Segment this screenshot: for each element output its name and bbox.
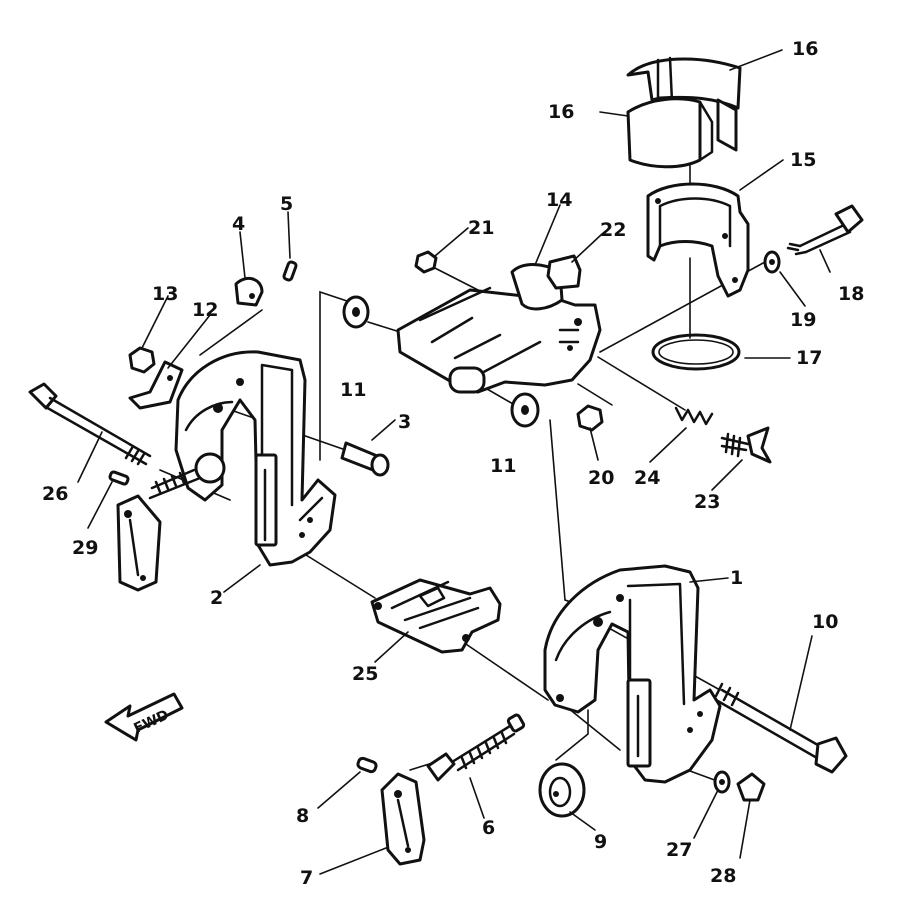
nut-21 bbox=[414, 250, 438, 274]
callout-15: 15 bbox=[790, 149, 816, 171]
clamp-pad-7 bbox=[380, 772, 426, 866]
callout-6: 6 bbox=[482, 817, 495, 839]
callout-9: 9 bbox=[594, 831, 607, 853]
callout-14: 14 bbox=[546, 189, 572, 211]
plate-12 bbox=[128, 360, 184, 410]
o-ring-17 bbox=[651, 333, 741, 371]
callout-2: 2 bbox=[210, 587, 223, 609]
callout-5: 5 bbox=[280, 193, 293, 215]
swivel-bracket-25 bbox=[370, 578, 502, 654]
pin-8 bbox=[356, 756, 378, 774]
callout-27: 27 bbox=[666, 839, 692, 861]
spring-24 bbox=[674, 406, 714, 426]
callout-1: 1 bbox=[730, 567, 743, 589]
callout-12: 12 bbox=[192, 299, 218, 321]
left-clamp-screw bbox=[116, 468, 202, 592]
liner-16-lower bbox=[626, 97, 714, 169]
pad-9 bbox=[538, 762, 586, 818]
clamp-screw-6 bbox=[426, 713, 526, 782]
nut-20 bbox=[576, 404, 604, 432]
callout-17: 17 bbox=[796, 347, 822, 369]
washer-11a bbox=[342, 295, 370, 329]
clamp-bracket-2 bbox=[174, 350, 337, 567]
callout-11a: 11 bbox=[340, 379, 366, 401]
callout-4: 4 bbox=[232, 213, 245, 235]
callout-29: 29 bbox=[72, 537, 98, 559]
wing-nut-28 bbox=[736, 772, 766, 802]
callout-13: 13 bbox=[152, 283, 178, 305]
liner-16-upper bbox=[626, 56, 742, 152]
pin-3 bbox=[340, 441, 390, 477]
callout-23: 23 bbox=[694, 491, 720, 513]
callout-26: 26 bbox=[42, 483, 68, 505]
callout-16b: 16 bbox=[548, 101, 574, 123]
callout-11b: 11 bbox=[490, 455, 516, 477]
cap-nut-4 bbox=[234, 276, 264, 307]
nut-13 bbox=[128, 346, 156, 374]
callout-19: 19 bbox=[790, 309, 816, 331]
pin-5 bbox=[282, 260, 298, 282]
bolt-10 bbox=[714, 682, 848, 774]
bolt-18 bbox=[786, 204, 864, 256]
callout-24: 24 bbox=[634, 467, 660, 489]
bolt-26 bbox=[28, 382, 152, 466]
callout-25: 25 bbox=[352, 663, 378, 685]
callout-18: 18 bbox=[838, 283, 864, 305]
callout-3: 3 bbox=[398, 411, 411, 433]
callout-8: 8 bbox=[296, 805, 309, 827]
fwd-arrow-icon: FWD bbox=[104, 692, 184, 742]
clamp-bracket-1 bbox=[543, 564, 722, 784]
callout-16a: 16 bbox=[792, 38, 818, 60]
callout-22: 22 bbox=[600, 219, 626, 241]
pin-29 bbox=[108, 470, 130, 486]
callout-10: 10 bbox=[812, 611, 838, 633]
callout-labels: 1 2 3 4 5 6 7 8 9 10 11 11 12 13 14 15 1… bbox=[42, 38, 864, 889]
cap-22 bbox=[546, 254, 582, 290]
callout-leaders bbox=[77, 49, 831, 875]
clamp-bracket-15 bbox=[646, 182, 750, 298]
callout-28: 28 bbox=[710, 865, 736, 887]
callout-7: 7 bbox=[300, 867, 313, 889]
callout-21: 21 bbox=[468, 217, 494, 239]
washer-11b bbox=[510, 392, 540, 428]
wing-bolt-23 bbox=[720, 426, 772, 464]
callout-20: 20 bbox=[588, 467, 614, 489]
